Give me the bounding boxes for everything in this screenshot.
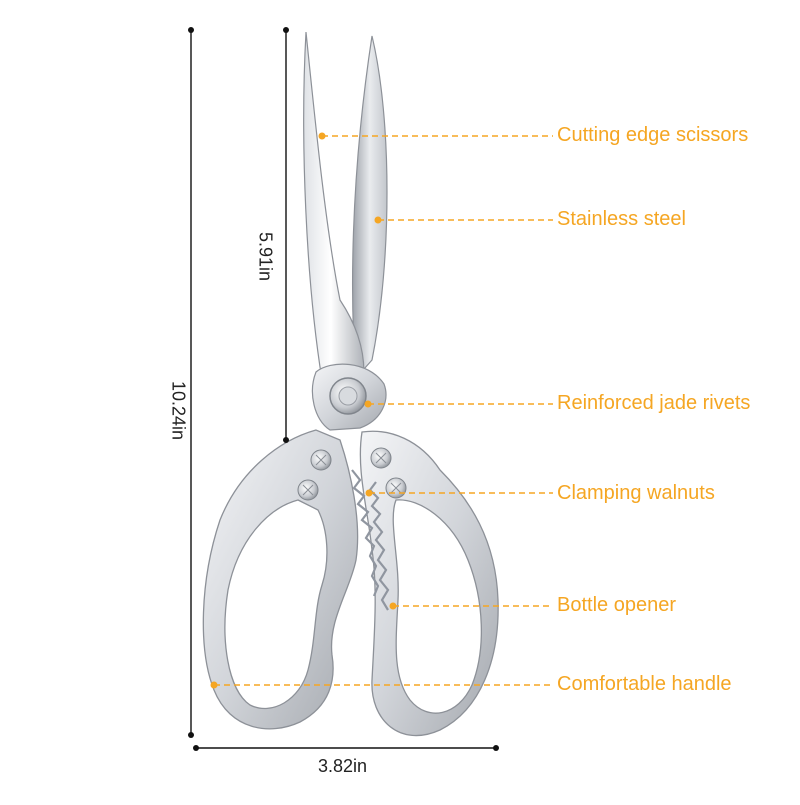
left-handle — [202, 429, 359, 730]
callout-cutting-edge: Cutting edge scissors — [557, 124, 749, 146]
right-handle — [359, 430, 499, 737]
total-height-label: 10.24in — [168, 380, 189, 441]
leader-dot-3 — [365, 489, 373, 497]
bottle-opener-teeth-right — [368, 481, 390, 611]
walnut-clamp-teeth-left — [351, 469, 380, 597]
callout-stainless-steel: Stainless steel — [557, 208, 686, 230]
callout-leaders — [210, 132, 553, 689]
dimension-lines — [190, 30, 496, 749]
dimension-end-dots — [188, 27, 499, 751]
callout-bottle-opener: Bottle opener — [557, 594, 676, 616]
leader-dot-4 — [389, 602, 397, 610]
callout-jade-rivets: Reinforced jade rivets — [557, 392, 751, 414]
width-label: 3.82in — [318, 756, 368, 776]
right-blade — [352, 35, 388, 380]
blade-length-label: 5.91in — [255, 231, 276, 282]
callout-comfortable-handle: Comfortable handle — [557, 673, 732, 695]
leader-dot-1 — [374, 216, 382, 224]
leader-dot-0 — [318, 132, 326, 140]
leader-dot-2 — [364, 400, 372, 408]
left-blade — [303, 31, 365, 393]
callout-clamping-walnuts: Clamping walnuts — [557, 482, 715, 504]
leader-dot-5 — [210, 681, 218, 689]
